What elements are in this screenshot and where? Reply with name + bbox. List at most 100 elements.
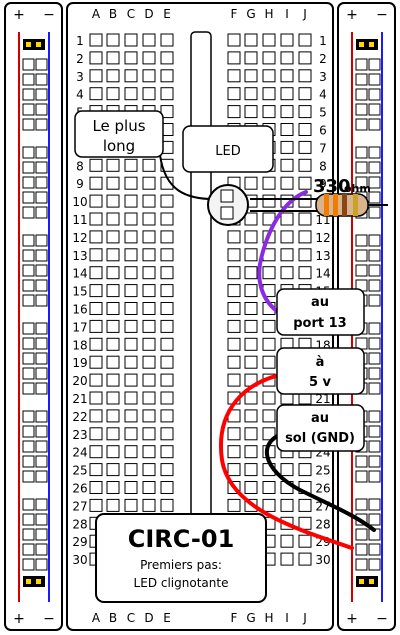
terminal-hole bbox=[280, 552, 294, 566]
terminal-hole bbox=[262, 391, 276, 405]
row-number-left: 27 bbox=[72, 499, 87, 513]
terminal-hole bbox=[298, 463, 312, 477]
terminal-hole bbox=[142, 355, 156, 369]
terminal-hole bbox=[280, 498, 294, 512]
row-number-left: 24 bbox=[72, 446, 87, 460]
terminal-hole bbox=[106, 248, 120, 262]
terminal-hole bbox=[298, 123, 312, 136]
rail-polarity-label: + bbox=[346, 7, 358, 23]
rail-hole bbox=[355, 528, 368, 541]
rail-hole bbox=[22, 73, 35, 86]
rail-hole bbox=[35, 470, 48, 483]
rail-hole bbox=[22, 322, 35, 335]
terminal-hole bbox=[160, 302, 174, 315]
terminal-hole bbox=[262, 355, 276, 369]
terminal-hole bbox=[106, 498, 120, 512]
terminal-hole bbox=[280, 266, 294, 280]
rail-hole bbox=[355, 161, 368, 174]
rail-cap bbox=[23, 576, 45, 587]
terminal-hole bbox=[160, 409, 174, 423]
title-subtitle-line1: Premiers pas: bbox=[140, 558, 222, 572]
row-number-left: 11 bbox=[72, 213, 87, 227]
terminal-hole bbox=[89, 481, 103, 494]
rail-hole bbox=[355, 176, 368, 189]
terminal-hole bbox=[89, 212, 103, 226]
terminal-hole bbox=[227, 51, 241, 65]
terminal-hole bbox=[244, 230, 258, 244]
rail-hole bbox=[368, 470, 381, 483]
five-v-label-line1: à bbox=[316, 355, 325, 370]
rail-hole bbox=[35, 191, 48, 204]
port13-callout-box bbox=[276, 288, 365, 336]
terminal-hole bbox=[262, 266, 276, 280]
rail-hole bbox=[22, 88, 35, 101]
terminal-hole bbox=[89, 284, 103, 298]
column-letter: G bbox=[246, 611, 255, 625]
terminal-hole bbox=[298, 516, 312, 530]
rail-hole bbox=[355, 73, 368, 86]
rail-hole bbox=[35, 176, 48, 189]
terminal-hole bbox=[244, 481, 258, 494]
led-body bbox=[207, 184, 249, 226]
terminal-hole bbox=[89, 409, 103, 423]
rail-hole bbox=[35, 249, 48, 262]
rail-cap bbox=[23, 39, 45, 50]
rail-hole bbox=[355, 118, 368, 131]
terminal-hole bbox=[227, 33, 241, 47]
terminal-hole bbox=[106, 302, 120, 315]
terminal-hole bbox=[262, 176, 276, 190]
resistor-unit-label: ohm bbox=[344, 182, 371, 195]
rail-hole bbox=[22, 455, 35, 468]
rail-hole bbox=[22, 146, 35, 159]
terminal-hole bbox=[262, 427, 276, 441]
terminal-hole bbox=[160, 248, 174, 262]
terminal-hole bbox=[298, 176, 312, 190]
terminal-hole bbox=[124, 158, 138, 172]
terminal-hole bbox=[160, 284, 174, 298]
terminal-hole bbox=[106, 319, 120, 333]
terminal-hole bbox=[89, 158, 103, 172]
terminal-hole bbox=[89, 337, 103, 351]
terminal-hole bbox=[124, 498, 138, 512]
terminal-hole bbox=[89, 87, 103, 101]
terminal-hole bbox=[227, 337, 241, 351]
terminal-hole bbox=[142, 391, 156, 405]
rail-hole bbox=[355, 455, 368, 468]
row-number-left: 9 bbox=[76, 177, 84, 191]
terminal-hole bbox=[298, 140, 312, 154]
terminal-hole bbox=[227, 87, 241, 101]
terminal-hole bbox=[89, 373, 103, 387]
rail-hole bbox=[355, 470, 368, 483]
rail-hole bbox=[35, 118, 48, 131]
rail-polarity-label: − bbox=[43, 7, 55, 23]
terminal-hole bbox=[89, 194, 103, 208]
terminal-hole bbox=[160, 33, 174, 47]
column-letter: F bbox=[231, 611, 238, 625]
row-number-left: 17 bbox=[72, 320, 87, 334]
terminal-hole bbox=[142, 302, 156, 315]
terminal-hole bbox=[227, 248, 241, 262]
terminal-hole bbox=[298, 552, 312, 566]
title-code: CIRC-01 bbox=[128, 525, 235, 553]
rail-hole bbox=[355, 498, 368, 511]
column-letter: H bbox=[264, 611, 273, 625]
terminal-hole bbox=[160, 355, 174, 369]
rail-hole bbox=[355, 88, 368, 101]
rail-hole bbox=[35, 294, 48, 307]
row-number-right: 30 bbox=[315, 553, 330, 567]
rail-cap bbox=[356, 39, 378, 50]
terminal-hole bbox=[142, 337, 156, 351]
rail-hole bbox=[368, 191, 381, 204]
terminal-hole bbox=[124, 194, 138, 208]
terminal-hole bbox=[262, 319, 276, 333]
terminal-hole bbox=[106, 463, 120, 477]
terminal-hole bbox=[160, 51, 174, 65]
five-v-callout-box bbox=[276, 347, 365, 395]
column-letter: E bbox=[163, 611, 171, 625]
row-number-right: 3 bbox=[319, 70, 327, 84]
rail-hole bbox=[22, 470, 35, 483]
terminal-hole bbox=[89, 51, 103, 65]
rail-hole bbox=[355, 543, 368, 556]
terminal-hole bbox=[160, 212, 174, 226]
rail-polarity-label: + bbox=[13, 7, 25, 23]
